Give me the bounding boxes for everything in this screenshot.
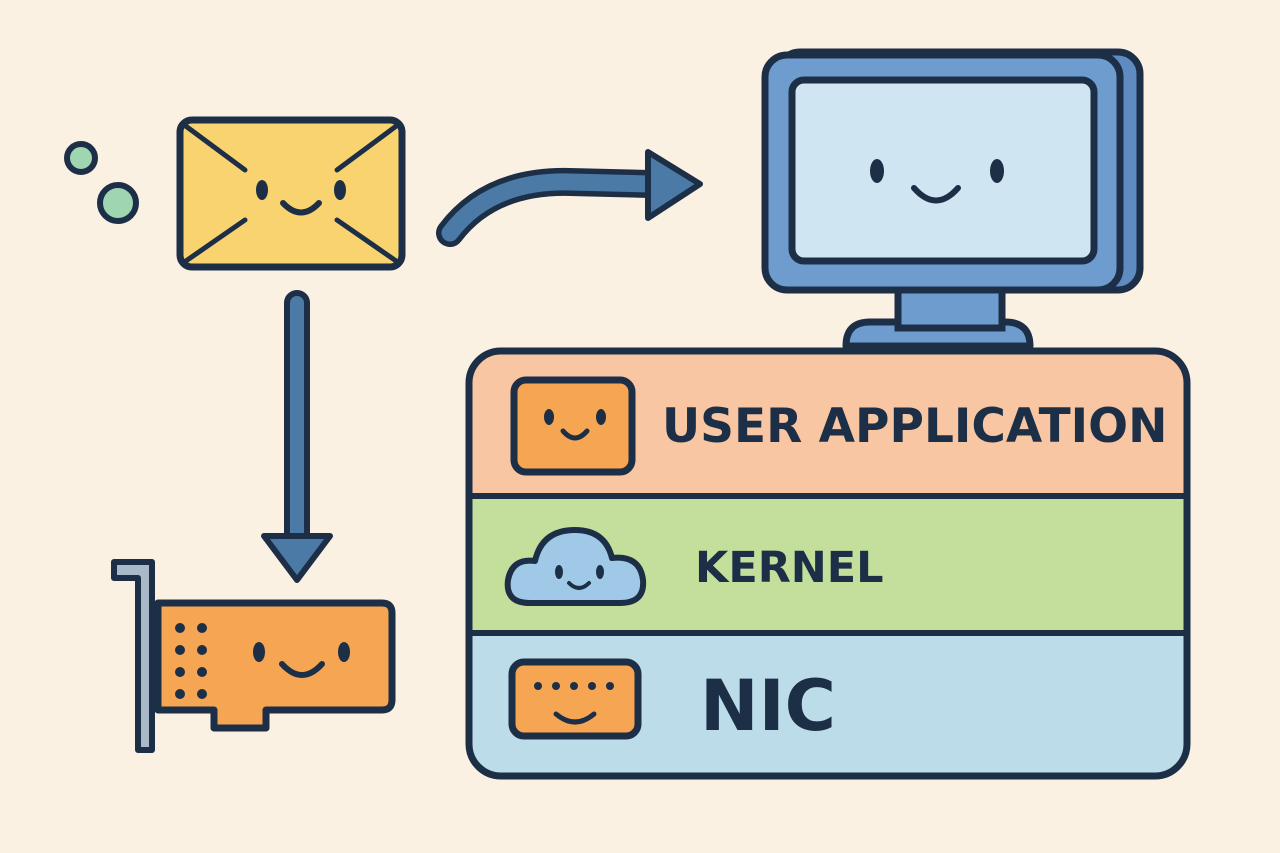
decorative-dots bbox=[64, 141, 139, 224]
kernel-label: KERNEL bbox=[695, 543, 884, 593]
envelope-icon bbox=[176, 116, 406, 271]
app-window-icon bbox=[510, 376, 636, 476]
network-card-icon bbox=[111, 559, 396, 753]
arrow-to-computer bbox=[436, 149, 703, 247]
user-application-label: USER APPLICATION bbox=[662, 399, 1167, 454]
cloud-icon bbox=[504, 527, 647, 606]
arrow-to-network-card bbox=[261, 290, 333, 583]
keyboard-port-icon bbox=[508, 658, 642, 740]
computer-monitor-icon bbox=[761, 48, 1144, 350]
nic-label: NIC bbox=[700, 665, 836, 747]
